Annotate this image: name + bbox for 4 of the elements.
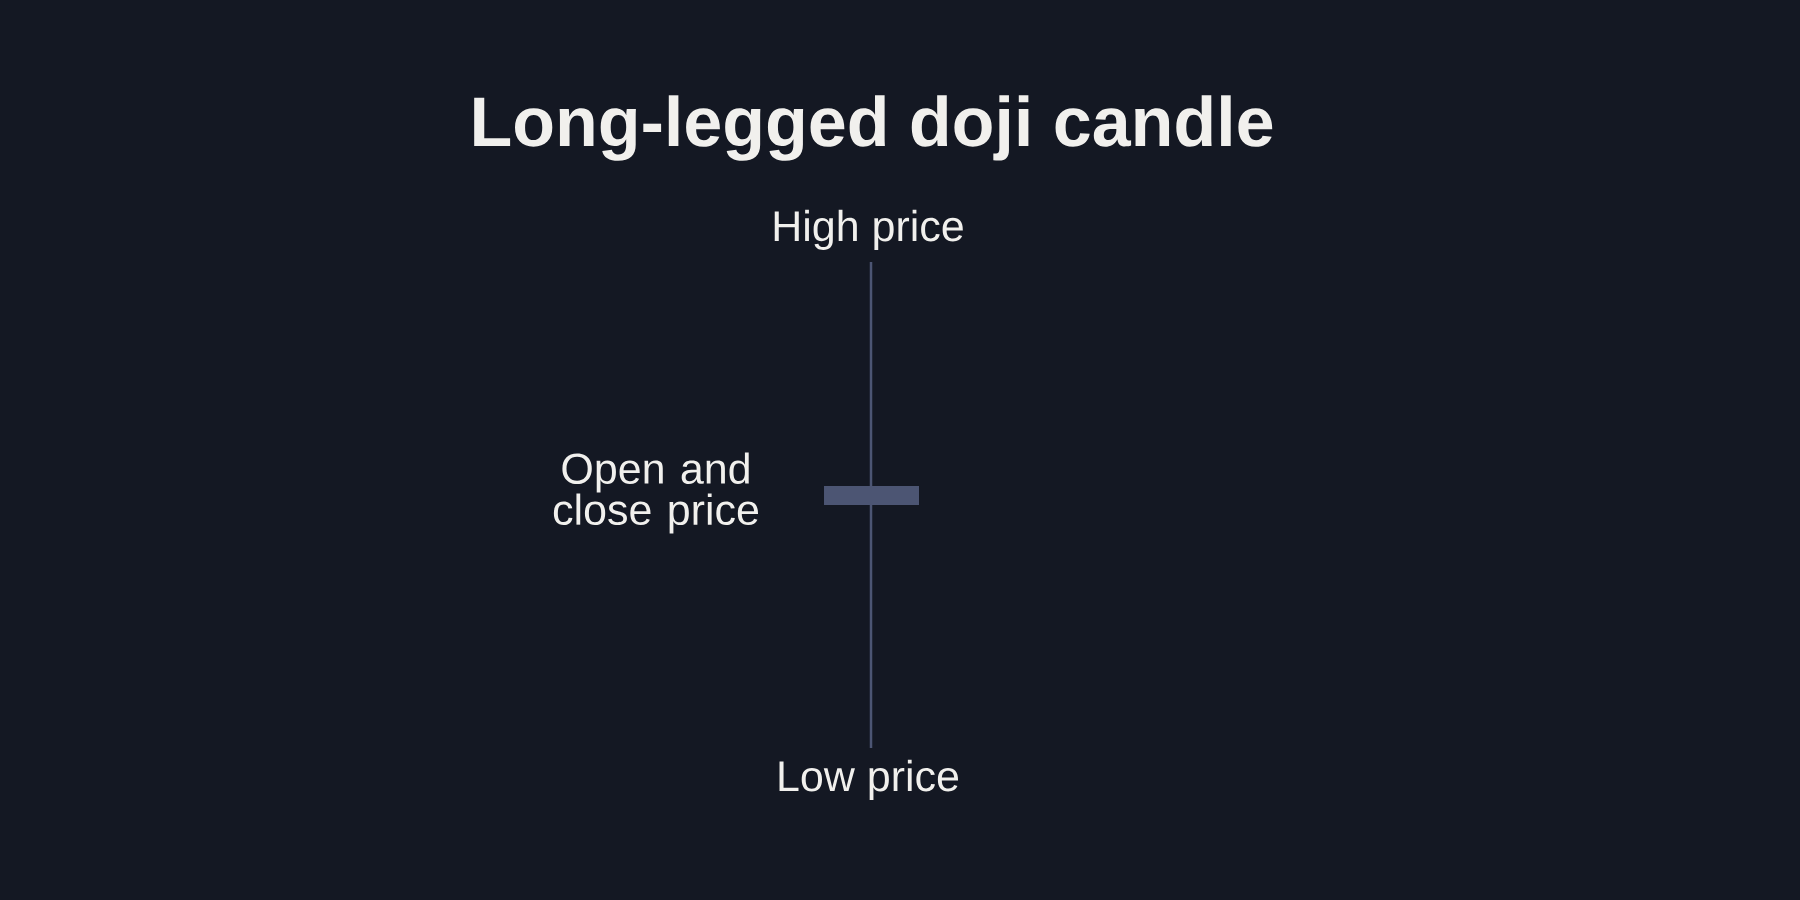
label: Low price	[779, 759, 959, 800]
title: Long-legged doji candle	[474, 95, 1273, 161]
label: High price	[774, 209, 963, 250]
label: Open and close price	[553, 452, 758, 534]
